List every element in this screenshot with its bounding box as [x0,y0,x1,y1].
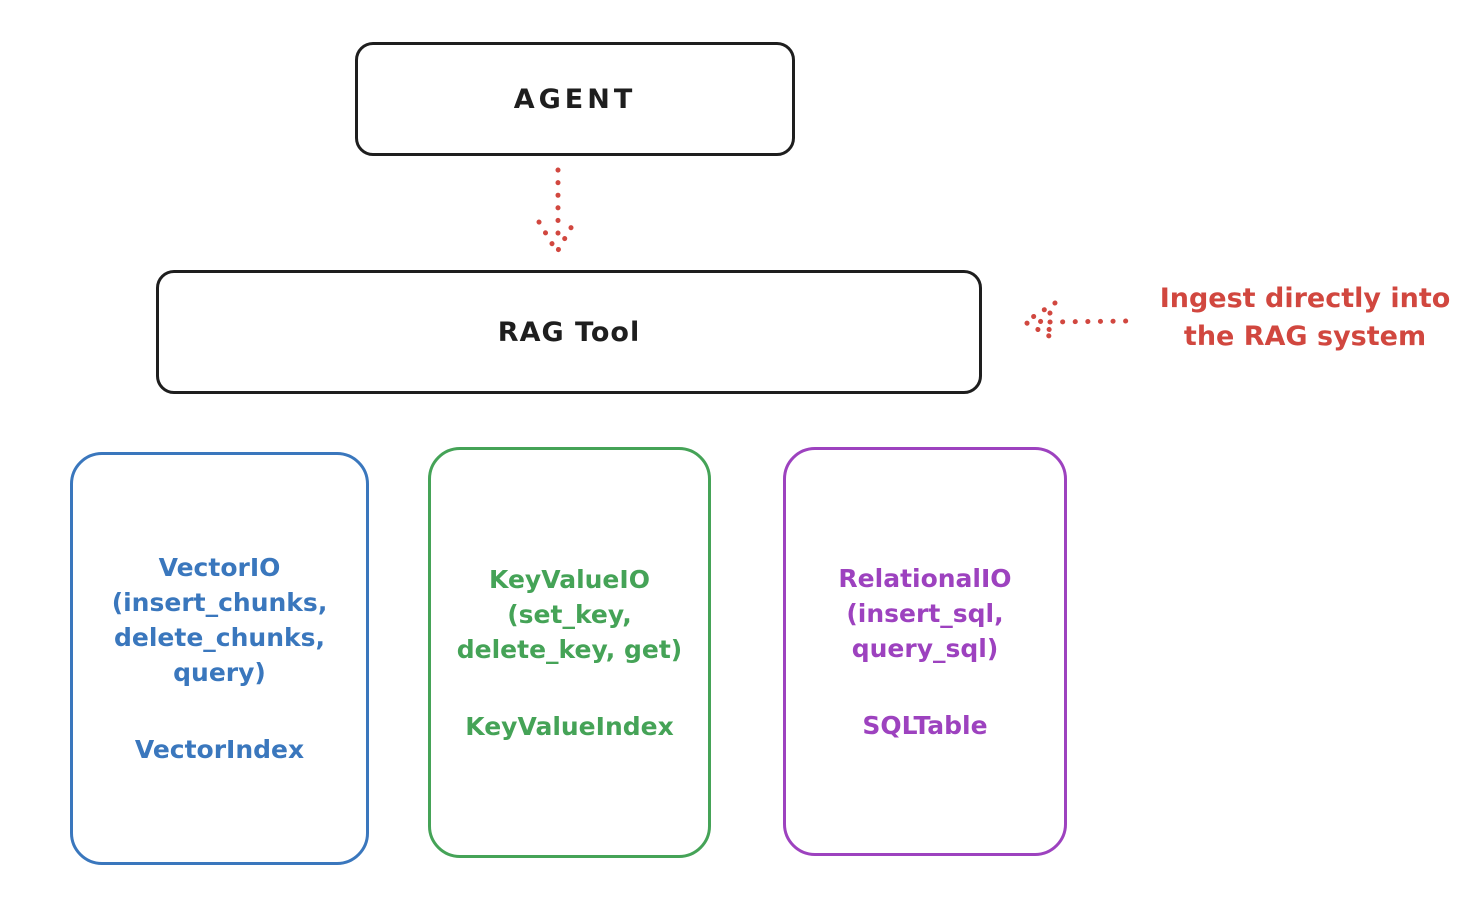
rag-tool-node[interactable]: RAG Tool [156,270,982,394]
vector-io-node[interactable]: VectorIO (insert_chunks, delete_chunks, … [70,452,369,865]
key-value-index-label: KeyValueIndex [465,711,674,741]
ingest-annotation-text: Ingest directly into the RAG system [1159,283,1451,352]
agent-node[interactable]: AGENT [355,42,795,156]
relational-io-node[interactable]: RelationalIO (insert_sql, query_sql) SQL… [783,447,1067,856]
key-value-io-label: KeyValueIO (set_key, delete_key, get) [456,564,683,664]
relational-io-label: RelationalIO (insert_sql, query_sql) [838,563,1012,663]
key-value-io-node[interactable]: KeyValueIO (set_key, delete_key, get) Ke… [428,447,711,858]
vector-io-label: VectorIO (insert_chunks, delete_chunks, … [111,553,328,687]
vector-index-label: VectorIndex [134,735,305,764]
rag-tool-label: RAG Tool [497,316,641,348]
agent-to-ragtool-arrow [536,167,579,257]
sql-table-label: SQLTable [862,710,988,740]
ingest-annotation-arrow [1020,300,1133,343]
agent-label: AGENT [513,83,637,115]
